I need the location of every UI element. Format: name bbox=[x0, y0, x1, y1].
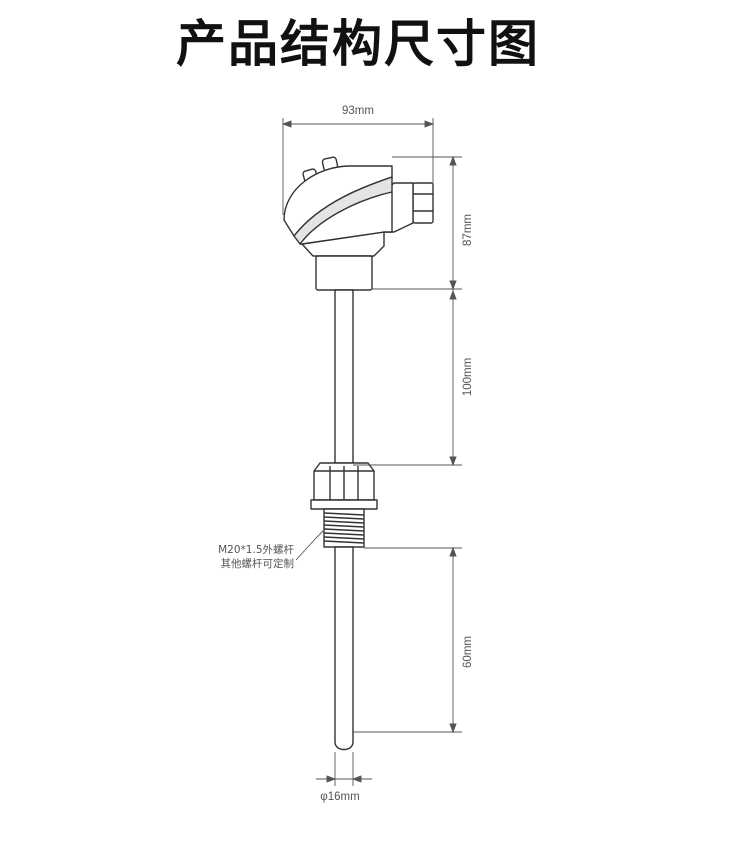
extension-tube bbox=[334, 289, 354, 464]
hex-nut bbox=[310, 462, 378, 510]
dim-head-height bbox=[372, 155, 462, 291]
thermocouple-outline bbox=[283, 156, 434, 751]
dim-tube-diameter bbox=[316, 752, 372, 786]
extension-length-label: 100mm bbox=[462, 358, 474, 396]
dim-insertion-length bbox=[353, 546, 462, 734]
tube-diameter-label: φ16mm bbox=[320, 791, 359, 803]
head-height-label: 87mm bbox=[462, 214, 474, 246]
connector-block bbox=[315, 255, 373, 291]
dimension-lines bbox=[281, 118, 462, 786]
dim-extension-length bbox=[353, 289, 462, 467]
insertion-tube bbox=[334, 546, 354, 751]
dim-head-width bbox=[281, 118, 435, 215]
insertion-length-label: 60mm bbox=[462, 636, 474, 668]
thread-note-line1: M20*1.5外螺杆 bbox=[218, 543, 294, 556]
terminal-head-body bbox=[299, 191, 393, 245]
thread-note-line2: 其他螺杆可定制 bbox=[221, 557, 295, 570]
head-width-label: 93mm bbox=[342, 105, 374, 117]
thread-leader-line bbox=[295, 527, 327, 561]
thread-section bbox=[323, 508, 365, 548]
page-title: 产品结构尺寸图 bbox=[176, 15, 540, 73]
